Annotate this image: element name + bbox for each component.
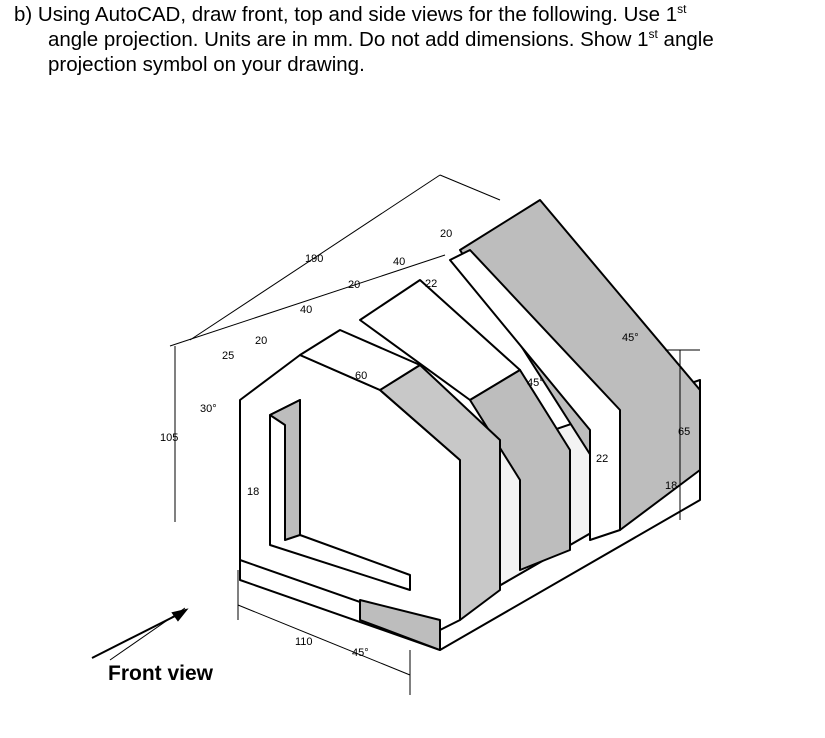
dim-40-a: 40	[300, 304, 312, 316]
dim-190: 190	[305, 253, 323, 265]
front-opening-shadow	[269, 399, 301, 541]
dim-18-a: 18	[247, 486, 259, 498]
front-view-arrow	[91, 611, 184, 659]
dim-20-c: 20	[440, 228, 452, 240]
arrow-head	[171, 608, 189, 622]
question-line-2-text: angle projection. Units are in mm. Do no…	[48, 28, 649, 51]
question-text: b) Using AutoCAD, draw front, top and si…	[14, 2, 814, 77]
question-line-1: b) Using AutoCAD, draw front, top and si…	[14, 2, 814, 27]
dim-22-b: 22	[596, 453, 608, 465]
dim-22-a: 22	[425, 278, 437, 290]
dim-20-a: 20	[255, 335, 267, 347]
back-frame-front	[449, 249, 621, 541]
dim-60: 60	[355, 370, 367, 382]
question-line-1-text: b) Using AutoCAD, draw front, top and si…	[14, 3, 678, 26]
dim-45-b: 45°	[622, 332, 639, 344]
question-line-2: angle projection. Units are in mm. Do no…	[14, 27, 814, 52]
dim-25: 25	[222, 350, 234, 362]
question-line-2-tail: angle	[657, 28, 714, 51]
middle-rib-side	[469, 369, 571, 571]
dim-30: 30°	[200, 403, 217, 415]
dim-18-b: 18	[665, 480, 677, 492]
dim-45-c: 45°	[352, 647, 369, 659]
superscript-st: st	[677, 2, 687, 16]
dim-40-b: 40	[393, 256, 405, 268]
dim-65: 65	[678, 426, 690, 438]
dim-110: 110	[295, 636, 313, 648]
base-chamfer	[359, 599, 441, 651]
dim-20-b: 20	[348, 279, 360, 291]
dim-105: 105	[160, 432, 178, 444]
question-line-3: projection symbol on your drawing.	[48, 53, 365, 76]
front-view-label: Front view	[108, 662, 214, 685]
front-frame-chamfer	[299, 329, 421, 391]
dim-45-a: 45°	[527, 377, 544, 389]
superscript-st: st	[648, 27, 658, 41]
isometric-drawing: 190 40 40 20 20 20 22 22 25 30° 105 18 1…	[91, 174, 701, 695]
